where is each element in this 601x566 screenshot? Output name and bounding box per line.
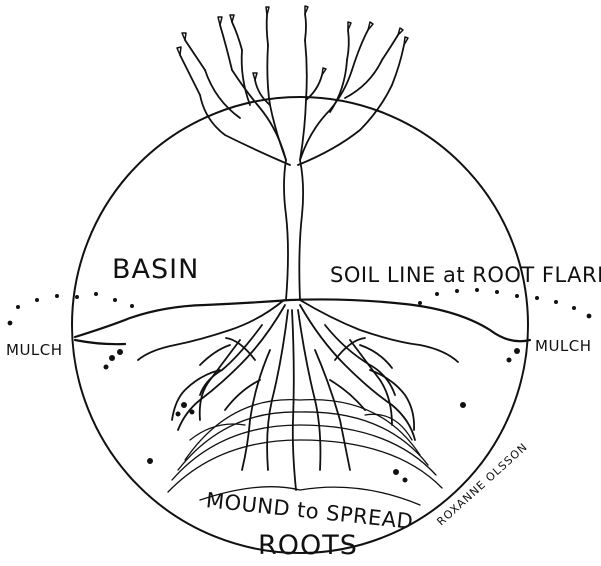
roots-label: ROOTS bbox=[258, 530, 358, 561]
mulch-dots bbox=[7, 288, 592, 483]
mulch-left-label: MULCH bbox=[6, 341, 63, 359]
outline-circle bbox=[71, 96, 529, 554]
tree-illustration bbox=[179, 13, 405, 301]
bud-tips bbox=[176, 5, 409, 81]
root-system-illustration bbox=[137, 299, 459, 491]
soil-surface bbox=[73, 298, 532, 346]
basin-label: BASIN bbox=[112, 254, 199, 285]
mound-layers bbox=[167, 398, 443, 506]
mulch-right-label: MULCH bbox=[535, 337, 592, 355]
soil-line-label: SOIL LINE at ROOT FLARE bbox=[330, 263, 601, 287]
signature: ROXANNE OLSSON bbox=[434, 440, 530, 528]
mound-label: MOUND to SPREAD bbox=[205, 488, 415, 534]
